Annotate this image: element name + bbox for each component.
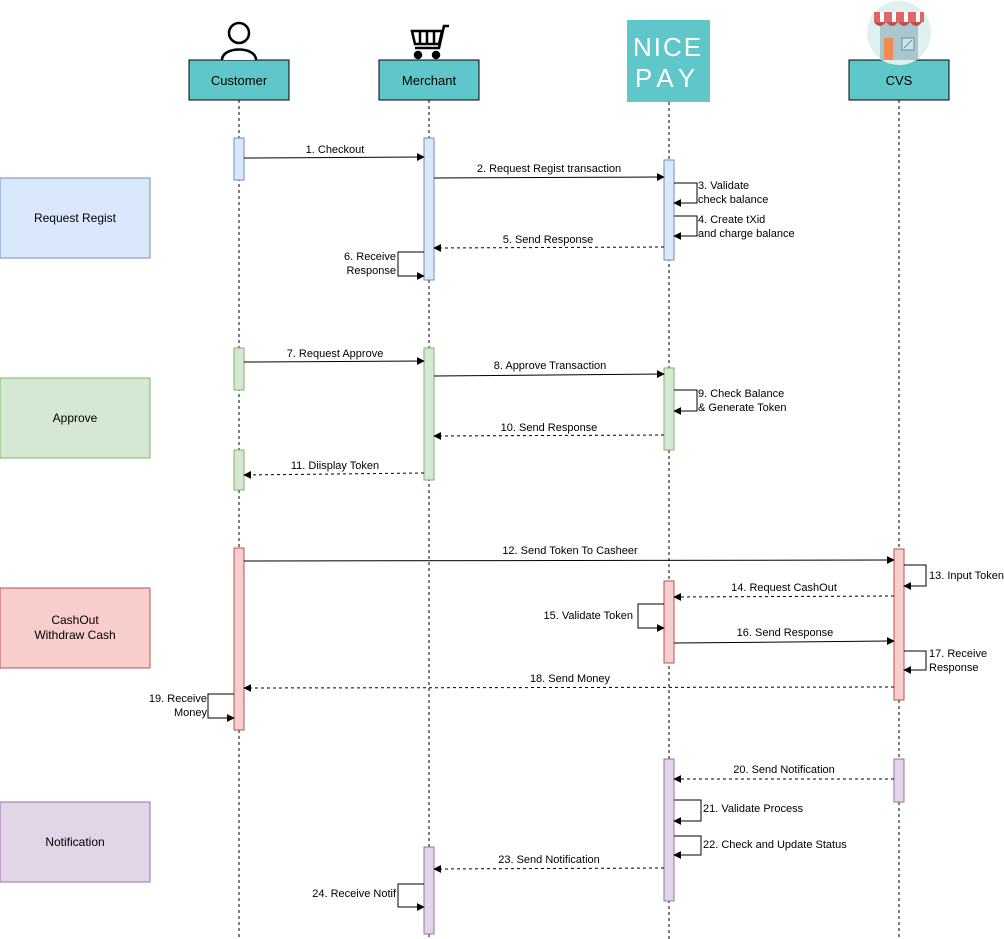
message-labels: 1. Checkout 2. Request Regist transactio… — [149, 144, 1004, 900]
arrow-12 — [243, 556, 895, 565]
message-label-1: 1. Checkout — [306, 144, 365, 156]
phase-approve: Approve — [0, 377, 151, 459]
shopping-cart-icon — [410, 24, 449, 60]
phase-cashout-label: CashOut — [51, 613, 99, 627]
message-label-23: 23. Send Notification — [498, 854, 600, 866]
activation-cvs-1 — [893, 548, 905, 701]
nicepay-logo-pay: PAY — [635, 63, 701, 93]
activation-customer-4 — [233, 547, 245, 731]
arrow-2 — [433, 173, 665, 182]
arrow-14 — [673, 592, 895, 601]
participant-merchant-label: Merchant — [402, 73, 457, 88]
message-label-8: 8. Approve Transaction — [494, 360, 607, 372]
message-label-19b: Money — [174, 707, 208, 719]
activation-cvs-2 — [893, 758, 905, 803]
arrow-23 — [433, 864, 665, 873]
arrow-7 — [243, 357, 425, 366]
arrow-5 — [433, 243, 665, 252]
activation-nicepay-2 — [663, 367, 675, 451]
message-label-2: 2. Request Regist transaction — [477, 163, 621, 175]
message-label-10: 10. Send Response — [501, 422, 598, 434]
phase-cashout: CashOut Withdraw Cash — [0, 587, 151, 669]
message-label-6a: 6. Receive — [344, 251, 396, 263]
activation-nicepay-3 — [663, 580, 675, 664]
phase-approve-label: Approve — [53, 411, 98, 425]
user-icon — [220, 21, 258, 61]
activation-customer-1 — [233, 137, 245, 181]
messages — [207, 153, 927, 911]
message-label-9a: 9. Check Balance — [698, 388, 784, 400]
arrow-13 — [903, 564, 927, 590]
arrow-8 — [433, 370, 665, 379]
arrow-1 — [243, 153, 425, 162]
nicepay-logo-nice: NICE — [633, 32, 703, 62]
activation-customer-3 — [233, 449, 245, 491]
phase-notification: Notification — [0, 801, 151, 883]
arrow-10 — [433, 431, 665, 440]
message-label-3b: check balance — [698, 194, 768, 206]
message-label-16: 16. Send Response — [737, 627, 834, 639]
participant-customer: Customer — [188, 59, 290, 101]
activation-merchant-2 — [423, 347, 435, 481]
arrow-21 — [673, 799, 702, 825]
arrow-3 — [673, 182, 698, 207]
arrow-4 — [673, 215, 698, 240]
message-label-4b: and charge balance — [698, 228, 795, 240]
message-label-4a: 4. Create tXid — [698, 214, 765, 226]
phase-notification-label: Notification — [45, 835, 104, 849]
activation-merchant-3 — [423, 846, 435, 935]
activation-bars — [233, 137, 905, 935]
message-label-12: 12. Send Token To Casheer — [502, 545, 638, 557]
message-label-19a: 19. Receive — [149, 693, 207, 705]
arrow-22 — [673, 835, 702, 859]
participant-merchant: Merchant — [378, 59, 480, 101]
arrow-15 — [637, 603, 665, 632]
arrow-18 — [243, 683, 895, 692]
message-label-11: 11. Diisplay Token — [291, 460, 379, 472]
message-label-9b: & Generate Token — [698, 402, 786, 414]
storefront-icon — [867, 1, 931, 65]
activation-nicepay-4 — [663, 758, 675, 902]
message-label-15: 15. Validate Token — [544, 610, 634, 622]
phase-request-regist: Request Regist — [0, 177, 151, 259]
arrow-6 — [397, 251, 425, 280]
participant-cvs: CVS — [848, 59, 950, 101]
activation-nicepay-1 — [663, 159, 675, 261]
message-label-3a: 3. Validate — [698, 180, 749, 192]
message-label-6b: Response — [346, 265, 396, 277]
phase-request-regist-label: Request Regist — [34, 211, 117, 225]
arrow-24 — [397, 883, 425, 911]
participant-nicepay-logo: NICE PAY — [627, 20, 710, 102]
activation-merchant-1 — [423, 137, 435, 281]
phase-cashout-sublabel: Withdraw Cash — [34, 628, 115, 642]
message-label-24: 24. Receive Notif — [312, 888, 397, 900]
message-label-5: 5. Send Response — [503, 234, 594, 246]
message-label-17b: Response — [929, 662, 979, 674]
message-label-21: 21. Validate Process — [703, 803, 804, 815]
participant-customer-label: Customer — [211, 73, 268, 88]
arrow-19 — [207, 693, 235, 722]
message-label-14: 14. Request CashOut — [731, 582, 837, 594]
participant-cvs-label: CVS — [886, 73, 913, 88]
activation-customer-2 — [233, 347, 245, 391]
arrow-17 — [903, 650, 927, 674]
arrow-11 — [243, 470, 425, 479]
message-label-20: 20. Send Notification — [733, 764, 835, 776]
message-label-22: 22. Check and Update Status — [703, 839, 847, 851]
message-label-18: 18. Send Money — [530, 673, 611, 685]
message-label-17a: 17. Receive — [929, 648, 987, 660]
message-label-7: 7. Request Approve — [287, 348, 384, 360]
message-label-13: 13. Input Token — [929, 570, 1004, 582]
arrow-16 — [673, 637, 895, 646]
arrow-9 — [673, 389, 698, 415]
